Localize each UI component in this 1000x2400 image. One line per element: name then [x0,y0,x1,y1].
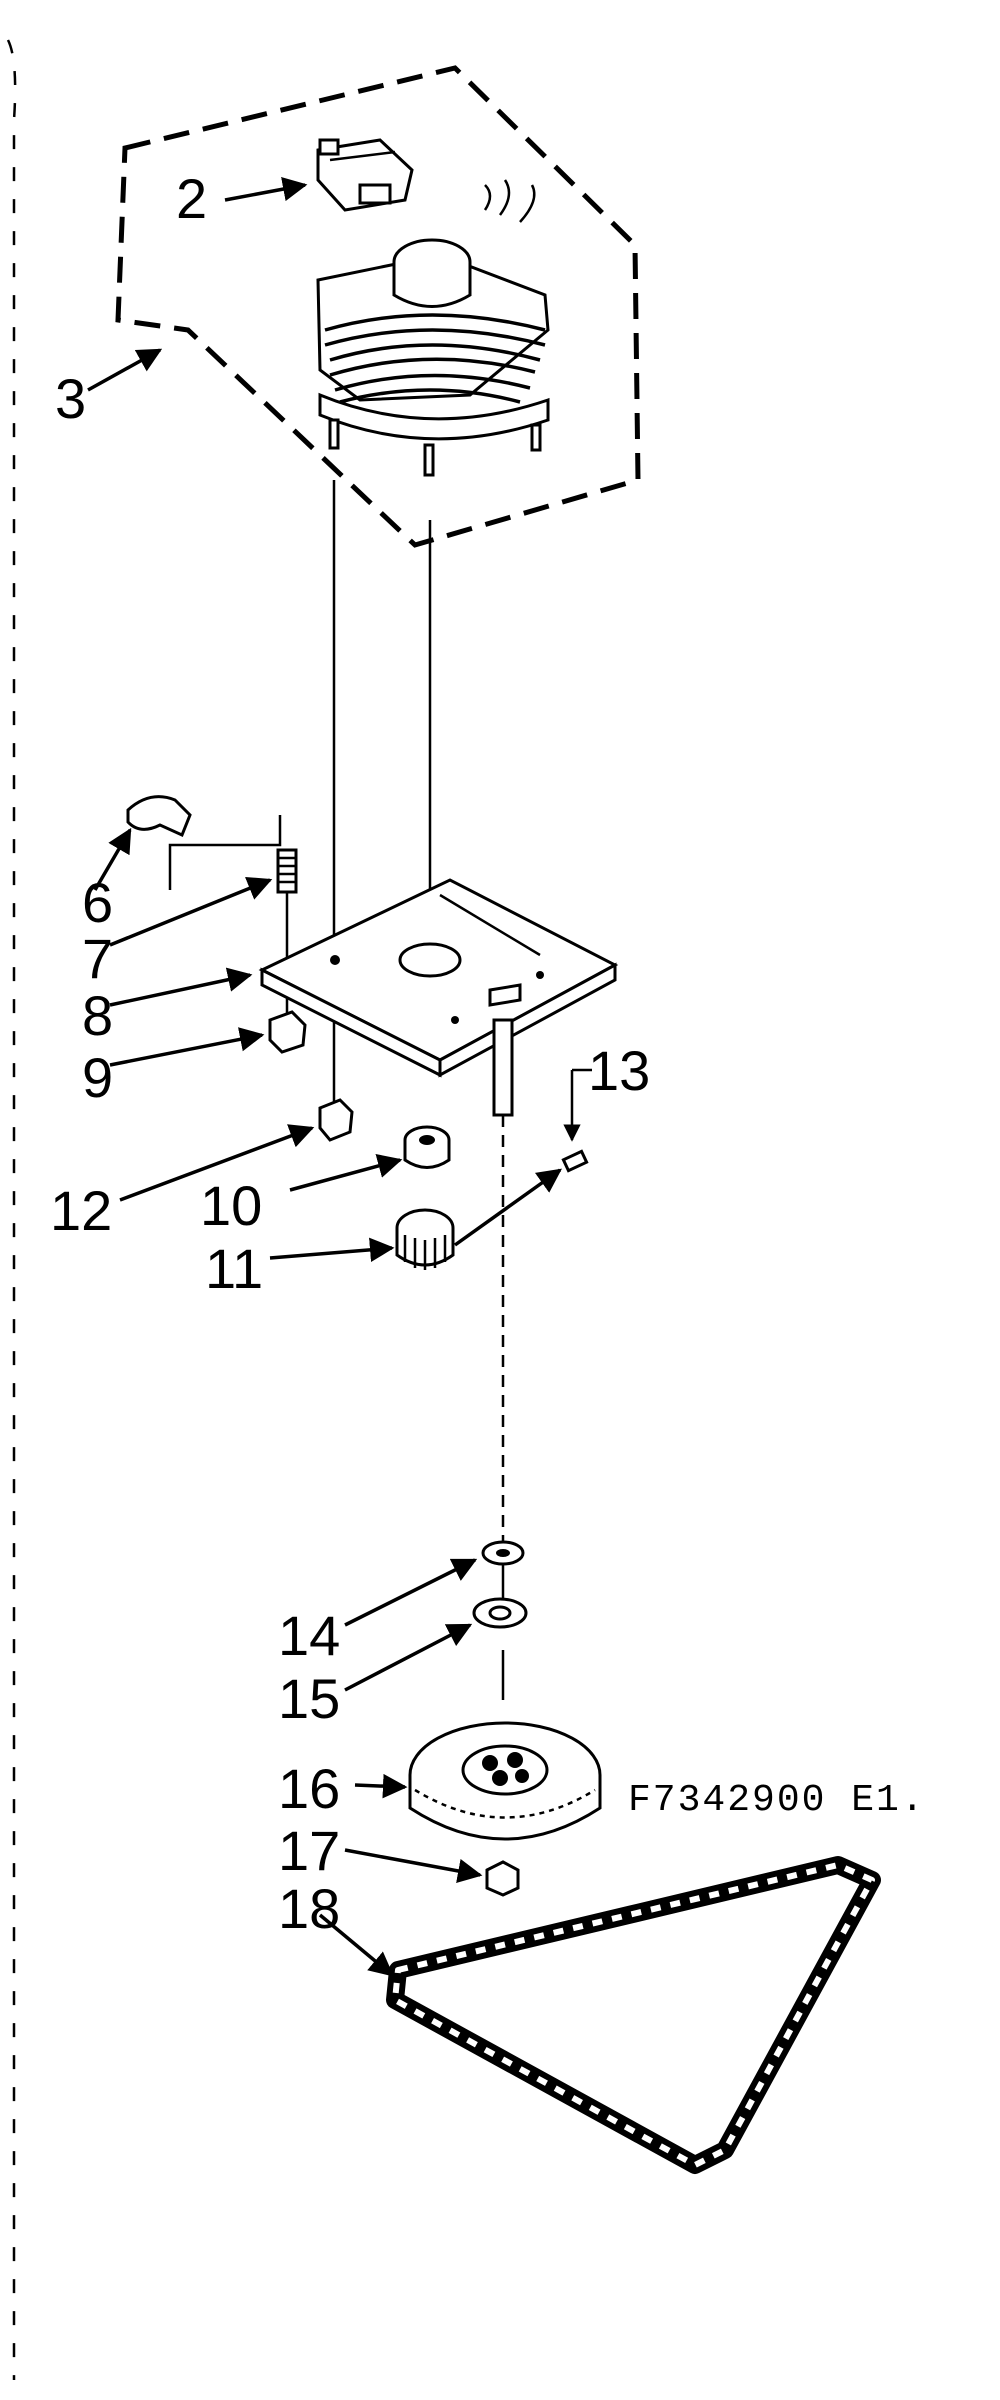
callout-14: 14 [278,1604,340,1667]
switch-part-2 [316,138,414,212]
callout-2: 2 [176,167,207,230]
callout-18: 18 [278,1877,340,1940]
callout-16: 16 [278,1757,340,1820]
leader-lines [87,177,562,1977]
callout-13: 13 [588,1039,650,1102]
nut-part-9 [268,1010,307,1054]
page-edge-line [6,39,17,2380]
callout-7: 7 [82,927,113,990]
bushing-part-10 [403,1125,451,1169]
drive-shaft [492,1018,514,1700]
sprocket-gear-part-16 [408,1721,602,1841]
pinion-gear-part-11 [395,1208,455,1270]
callout-12: 12 [50,1179,112,1242]
nut-part-12 [318,1098,354,1142]
motor-part-3 [316,179,550,477]
screw-part-7 [276,848,298,1020]
set-screw-part-13 [561,1068,592,1173]
mounting-plate-part-8 [258,878,619,1078]
callout-11: 11 [205,1237,263,1300]
callout-3: 3 [55,367,86,430]
callout-17: 17 [278,1819,340,1882]
washer-part-15 [472,1597,528,1629]
callout-15: 15 [278,1667,340,1730]
diagram-code-label: F7342900 E1. [628,1779,926,1822]
callout-10: 10 [200,1174,262,1237]
chain-part-18 [386,1856,881,2174]
callout-6: 6 [82,871,113,934]
callout-8: 8 [82,984,113,1047]
motor-assembly-boundary [115,65,641,548]
callout-9: 9 [82,1046,113,1109]
clip-part-6 [126,795,282,890]
washer-part-14 [481,1540,525,1566]
nut-part-17 [485,1860,520,1897]
